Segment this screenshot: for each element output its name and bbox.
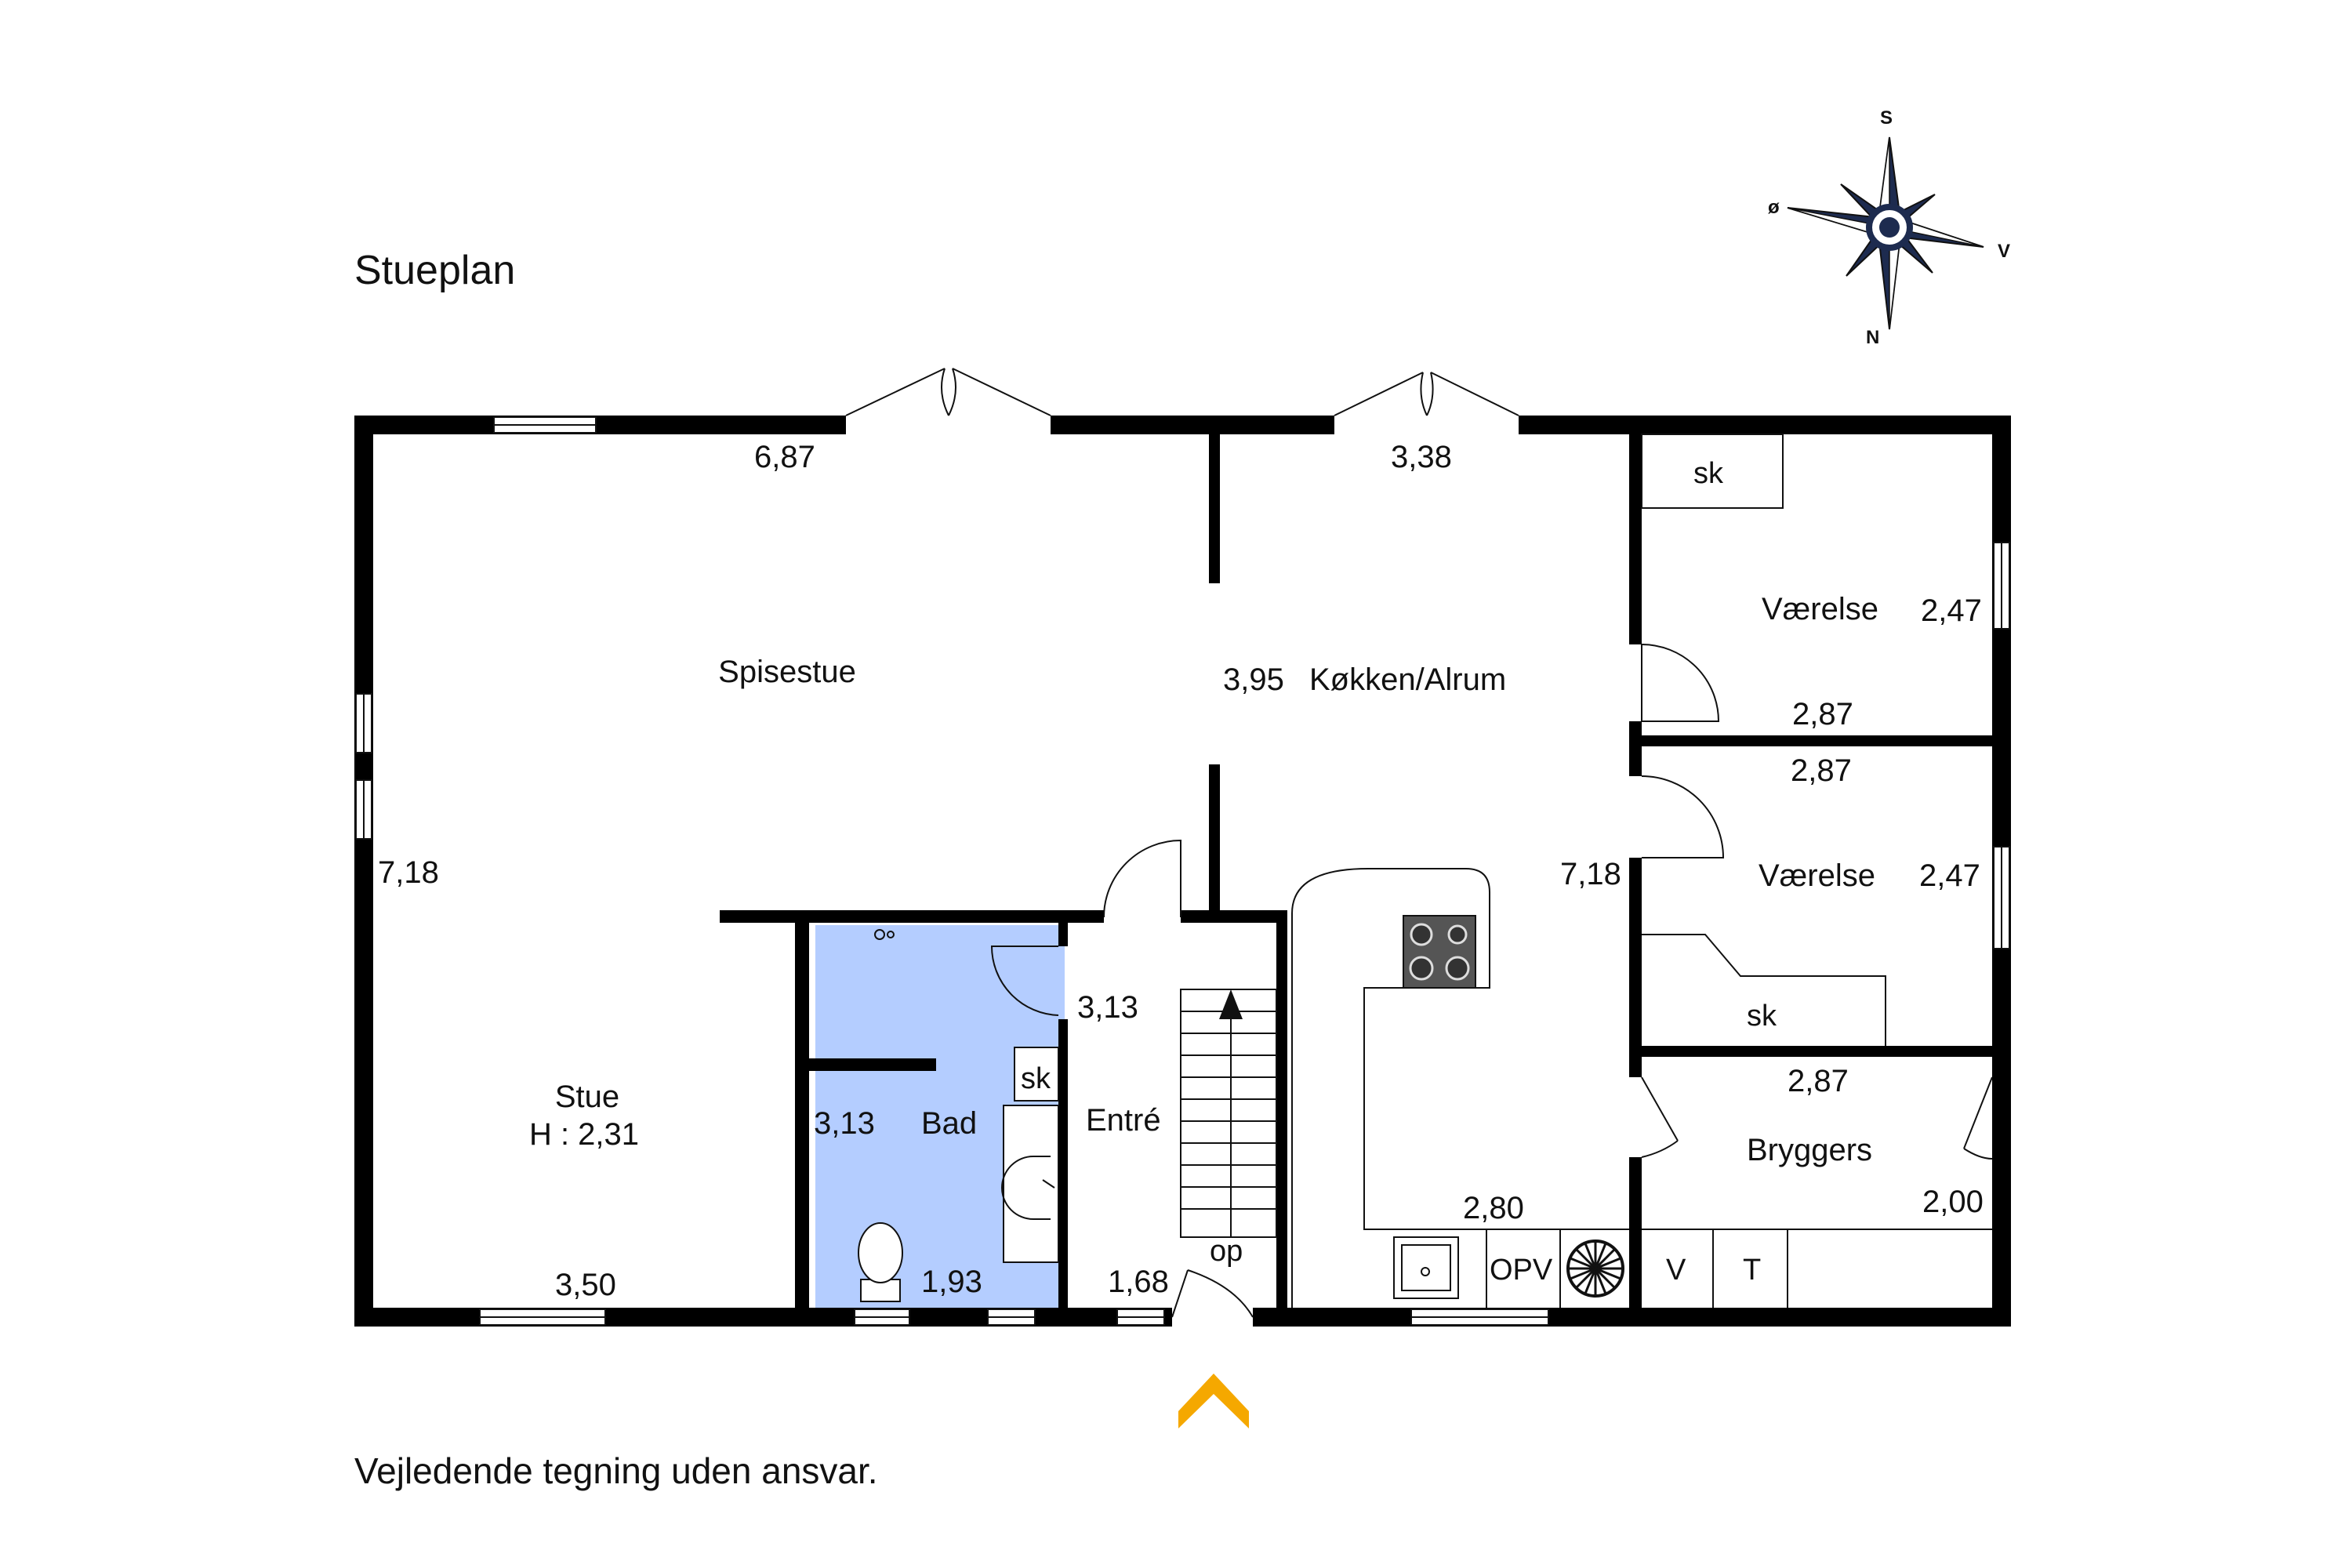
fan-icon [1566, 1240, 1624, 1298]
stairs-arrow-icon [1219, 989, 1243, 1019]
plan-title: Stueplan [354, 248, 515, 293]
dim-stue-left: 7,18 [378, 855, 439, 890]
toilet-icon [858, 1222, 903, 1302]
compass-label-bottom: N [1866, 327, 1879, 348]
dim-vaerelse1-width: 2,87 [1792, 697, 1853, 731]
stove-icon [1403, 915, 1476, 989]
room-label-entre: Entré [1086, 1103, 1161, 1138]
room-label-bad: Bad [921, 1106, 977, 1141]
entrance-arrow-icon [1178, 1374, 1249, 1428]
room-label-koekken: Køkken/Alrum [1309, 662, 1506, 697]
dim-koekken-right: 7,18 [1560, 857, 1621, 891]
dim-bryggers-width: 2,87 [1788, 1064, 1849, 1098]
dim-koekken-width: 3,38 [1391, 440, 1452, 474]
windows [355, 416, 2010, 1326]
disclaimer-text: Vejledende tegning uden ansvar. [354, 1450, 878, 1491]
compass-label-top: S [1880, 107, 1893, 129]
stairs-label: op [1210, 1235, 1243, 1268]
room-label-spisestue: Spisestue [718, 655, 856, 689]
kitchen-sink-icon [1393, 1236, 1459, 1299]
dim-entre-width: 1,68 [1108, 1265, 1169, 1299]
washbasin-icon [1001, 1105, 1059, 1263]
dryer-label: T [1743, 1254, 1761, 1287]
compass-label-left: ø [1768, 197, 1780, 218]
dim-spisestue-width: 6,87 [754, 440, 815, 474]
closet-label-bath: sk [1021, 1062, 1051, 1095]
room-ceiling-height: H : 2,31 [529, 1117, 639, 1152]
dim-vaerelse2-width: 2,87 [1791, 753, 1852, 788]
room-label-stue: Stue [555, 1080, 619, 1114]
opv-label: OPV [1490, 1254, 1553, 1287]
dim-vaerelse1-depth: 2,47 [1921, 593, 1982, 628]
walls [354, 416, 2011, 1327]
dim-bad-depth: 3,13 [814, 1106, 875, 1141]
dim-koekken-depth: 3,95 [1223, 662, 1284, 697]
dim-bad-width: 1,93 [921, 1265, 982, 1299]
closet-label-top: sk [1693, 457, 1724, 490]
bath-cabinet [1014, 1047, 1059, 1102]
closet-top [1641, 434, 1784, 509]
closet-label-room2: sk [1747, 1000, 1777, 1033]
compass-rose-icon: S V N ø [1768, 107, 2010, 348]
compass-label-right: V [1998, 241, 2010, 262]
dim-stue-width: 3,50 [555, 1268, 616, 1302]
dim-entre-depth: 3,13 [1077, 990, 1138, 1025]
room-label-bryggers: Bryggers [1747, 1133, 1872, 1167]
closet-room2 [1642, 934, 1886, 1046]
shower-icon [874, 929, 895, 940]
doors [845, 368, 1993, 1318]
washer-label: V [1666, 1254, 1686, 1287]
room-label-vaerelse-2: Værelse [1759, 858, 1875, 893]
room-label-vaerelse-1: Værelse [1762, 592, 1878, 626]
staircase [1180, 989, 1277, 1238]
dim-koekken-bottom: 2,80 [1463, 1191, 1524, 1225]
dim-bryggers-depth: 2,00 [1922, 1185, 1984, 1219]
dim-vaerelse2-depth: 2,47 [1919, 858, 1980, 893]
